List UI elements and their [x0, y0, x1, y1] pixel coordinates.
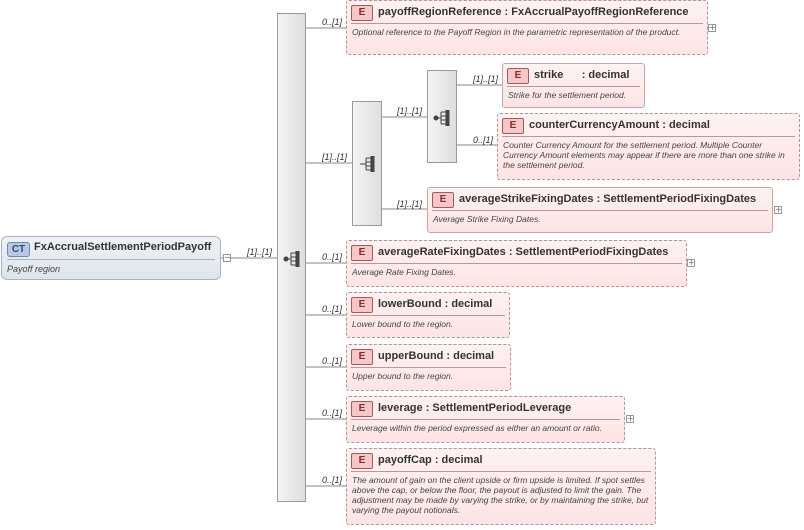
element-badge: E — [507, 68, 529, 84]
complex-type-doc: Payoff region — [7, 264, 61, 274]
complex-type-box[interactable]: CT FxAccrualSettlementPeriodPayoff Payof… — [1, 236, 221, 280]
expand-icon[interactable]: + — [708, 23, 716, 32]
element-average-strike-fixing-dates[interactable]: E averageStrikeFixingDates : SettlementP… — [427, 187, 773, 233]
multiplicity-payoff-cap: 0..[1] — [322, 475, 343, 485]
multiplicity-average-rate-fixing-dates: 0..[1] — [322, 252, 343, 262]
collapse-icon[interactable]: − — [223, 253, 231, 262]
divider — [351, 419, 620, 420]
element-leverage[interactable]: E leverage : SettlementPeriodLeverage Le… — [346, 396, 625, 443]
element-name: payoffRegionReference : FxAccrualPayoffR… — [378, 6, 689, 18]
element-counter-currency-amount[interactable]: E counterCurrencyAmount : decimal Counte… — [497, 113, 800, 180]
multiplicity-strike: [1]..[1] — [473, 74, 499, 84]
element-payoff-region-reference[interactable]: E payoffRegionReference : FxAccrualPayof… — [346, 0, 708, 55]
element-strike[interactable]: E strike : decimal Strike for the settle… — [502, 63, 645, 108]
element-badge: E — [351, 5, 373, 21]
element-badge: E — [432, 192, 454, 208]
element-name: averageStrikeFixingDates : SettlementPer… — [459, 193, 757, 205]
element-badge: E — [351, 245, 373, 261]
root-sequence-compositor[interactable] — [277, 13, 306, 502]
element-badge: E — [351, 453, 373, 469]
multiplicity-inner-sequence: [1]..[1] — [322, 152, 348, 162]
divider — [351, 23, 703, 24]
element-name: counterCurrencyAmount : decimal — [529, 119, 710, 131]
divider — [351, 471, 651, 472]
multiplicity-counter-currency-amount: 0..[1] — [473, 135, 494, 145]
divider — [432, 210, 768, 211]
element-name: leverage : SettlementPeriodLeverage — [378, 402, 572, 414]
inner-sequence-compositor[interactable] — [352, 101, 382, 226]
sequence-icon — [283, 251, 300, 267]
element-badge: E — [351, 297, 373, 313]
divider — [351, 315, 505, 316]
element-badge: E — [502, 118, 524, 134]
multiplicity-payoff-region-reference: 0..[1] — [322, 17, 343, 27]
divider — [502, 136, 795, 137]
multiplicity-choice-group: [1]..[1] — [397, 106, 423, 116]
divider — [351, 263, 682, 264]
element-doc: Strike for the settlement period. — [508, 90, 627, 100]
expand-icon[interactable]: + — [774, 205, 782, 214]
element-lower-bound[interactable]: E lowerBound : decimal Lower bound to th… — [346, 292, 510, 338]
expand-icon[interactable]: + — [687, 258, 695, 267]
element-upper-bound[interactable]: E upperBound : decimal Upper bound to th… — [346, 344, 511, 391]
divider — [507, 86, 640, 87]
element-badge: E — [351, 401, 373, 417]
element-doc: The amount of gain on the client upside … — [352, 475, 649, 515]
element-name: strike : decimal — [534, 69, 630, 81]
divider — [351, 367, 506, 368]
element-doc: Average Strike Fixing Dates. — [433, 214, 541, 224]
divider — [7, 259, 215, 260]
element-badge: E — [351, 349, 373, 365]
element-name: payoffCap : decimal — [378, 454, 483, 466]
element-name: upperBound : decimal — [378, 350, 495, 362]
sequence-icon — [433, 110, 450, 126]
multiplicity-lower-bound: 0..[1] — [322, 304, 343, 314]
multiplicity-upper-bound: 0..[1] — [322, 356, 343, 366]
multiplicity-root-sequence: [1]..[1] — [247, 247, 273, 257]
element-doc: Leverage within the period expressed as … — [352, 423, 602, 433]
sequence-icon — [360, 156, 375, 172]
element-average-rate-fixing-dates[interactable]: E averageRateFixingDates : SettlementPer… — [346, 240, 687, 287]
element-payoff-cap[interactable]: E payoffCap : decimal The amount of gain… — [346, 448, 656, 525]
element-name: lowerBound : decimal — [378, 298, 493, 310]
multiplicity-average-strike-fixing-dates: [1]..[1] — [397, 199, 423, 209]
element-doc: Upper bound to the region. — [352, 371, 454, 381]
element-doc: Lower bound to the region. — [352, 319, 454, 329]
multiplicity-leverage: 0..[1] — [322, 408, 343, 418]
element-doc: Average Rate Fixing Dates. — [352, 267, 456, 277]
element-doc: Optional reference to the Payoff Region … — [352, 27, 681, 37]
complex-type-badge: CT — [7, 242, 30, 257]
element-name: averageRateFixingDates : SettlementPerio… — [378, 246, 669, 258]
expand-icon[interactable]: + — [626, 414, 634, 423]
nested-sequence-compositor[interactable] — [427, 70, 457, 163]
element-doc: Counter Currency Amount for the settleme… — [503, 140, 785, 170]
complex-type-name: FxAccrualSettlementPeriodPayoff — [34, 241, 212, 253]
